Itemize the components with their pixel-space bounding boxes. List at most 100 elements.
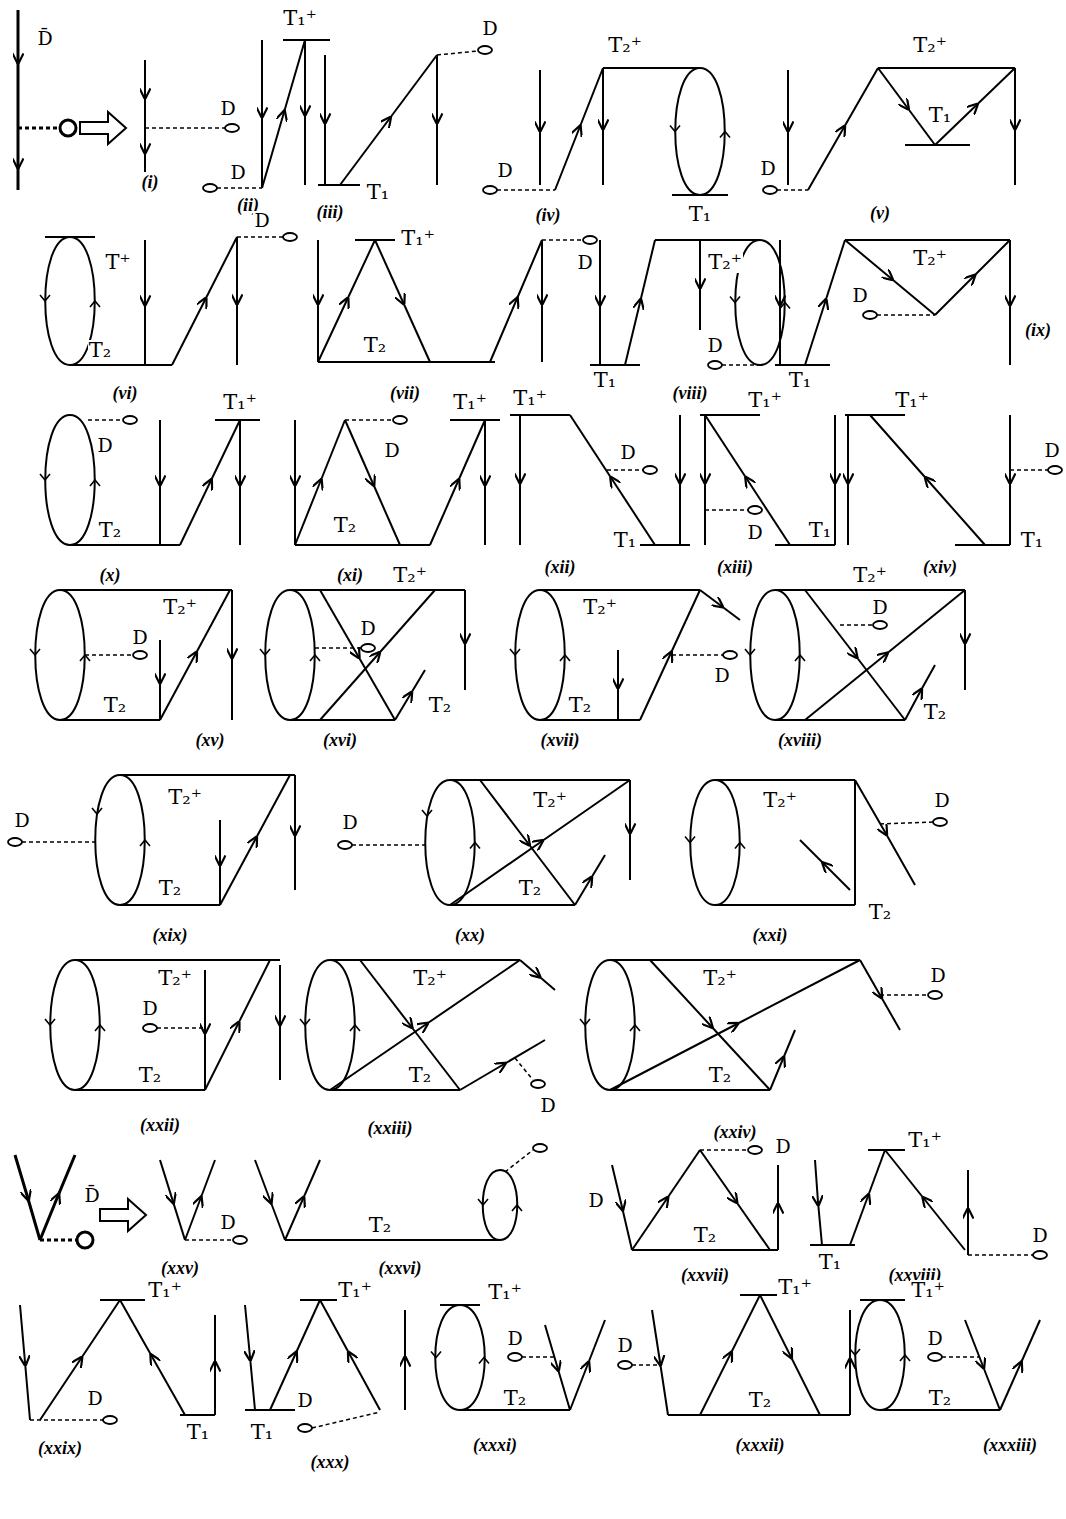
diagram-number: (xxxii) — [735, 1436, 786, 1454]
operator-label: D̄ — [83, 1186, 100, 1205]
diagram-number: (iii) — [316, 203, 345, 221]
amplitude-label: T₁⁺ — [894, 390, 930, 411]
amplitude-label: T₁ — [928, 105, 952, 126]
operator-label: D — [1043, 441, 1060, 460]
operator-label: D — [713, 666, 730, 685]
operator-label: D — [96, 436, 113, 455]
operator-label: D — [359, 619, 376, 638]
amplitude-label: T₂ — [923, 702, 947, 723]
amplitude-label: T₂⁺ — [912, 248, 948, 269]
operator-label: D — [253, 211, 270, 230]
diagram-number: (xxxiii) — [982, 1436, 1038, 1454]
operator-label: D — [13, 811, 30, 830]
amplitude-label: T⁺ — [104, 252, 131, 273]
diagram-number: (xiv) — [922, 558, 958, 576]
amplitude-label: T₂⁺ — [762, 790, 798, 811]
operator-label: D — [759, 159, 776, 178]
operator-label: D — [746, 523, 763, 542]
diagram-number: (xxvii) — [680, 1266, 730, 1284]
amplitude-label: T₁⁺ — [147, 1280, 183, 1301]
diagram-number: (v) — [869, 204, 891, 222]
amplitude-label: T₂⁺ — [912, 35, 948, 56]
operator-label: D — [383, 441, 400, 460]
amplitude-label: T₂ — [333, 515, 357, 536]
amplitude-label: T₁⁺ — [282, 8, 318, 29]
amplitude-label: T₂ — [158, 878, 182, 899]
diagram-number: (xxi) — [752, 926, 789, 944]
operator-label: D — [496, 161, 513, 180]
operator-label: D — [706, 336, 723, 355]
amplitude-label: T₂ — [103, 695, 127, 716]
operator-label: D — [1031, 1226, 1048, 1245]
amplitude-label: T₂ — [88, 340, 112, 361]
amplitude-label: T₁ — [593, 370, 617, 391]
operator-label: D — [141, 999, 158, 1018]
operator-label: D — [587, 1191, 604, 1210]
diagram-number: (xix) — [152, 926, 189, 944]
operator-label: D — [219, 99, 236, 118]
amplitude-label: T₂⁺ — [582, 597, 618, 618]
diagram-number: (xxxi) — [472, 1436, 518, 1454]
operator-label: D — [539, 1096, 556, 1115]
amplitude-label: T₂ — [363, 335, 387, 356]
amplitude-label: T₁ — [1020, 530, 1044, 551]
amplitude-label: T₁ — [613, 530, 637, 551]
amplitude-label: T₁ — [788, 370, 812, 391]
diagram-number: (xxx) — [310, 1453, 351, 1471]
diagram-number: (ix) — [1024, 321, 1052, 339]
amplitude-label: T₁⁺ — [910, 1280, 946, 1301]
diagram-number: (xv) — [195, 731, 226, 749]
diagram-number: (xxvi) — [378, 1259, 423, 1277]
amplitude-label: T₂ — [98, 520, 122, 541]
diagram-number: (xvii) — [540, 731, 581, 749]
amplitude-label: T₁ — [186, 1422, 210, 1443]
amplitude-label: T₁⁺ — [337, 1280, 373, 1301]
operator-label: D — [616, 1336, 633, 1355]
diagram-number: (iv) — [535, 206, 562, 224]
amplitude-label: T₂ — [503, 1388, 527, 1409]
amplitude-label: T₁⁺ — [512, 388, 548, 409]
amplitude-label: T₁ — [688, 204, 712, 225]
operator-label: D — [774, 1137, 791, 1156]
amplitude-label: T₂ — [408, 1065, 432, 1086]
amplitude-label: T₁ — [250, 1422, 274, 1443]
operator-label: D — [926, 1329, 943, 1348]
diagram-number: (xi) — [336, 566, 364, 584]
amplitude-label: T₁⁺ — [400, 228, 436, 249]
operator-label: D — [871, 598, 888, 617]
diagram-number: (xii) — [544, 558, 577, 576]
amplitude-label: T₁⁺ — [222, 392, 258, 413]
diagram-number: (xxix) — [37, 1439, 83, 1457]
amplitude-label: T₁ — [818, 1252, 842, 1273]
operator-label: D — [219, 1213, 236, 1232]
diagram-number: (i) — [141, 173, 160, 191]
operator-label: D — [341, 813, 358, 832]
operator-label: D — [933, 791, 950, 810]
operator-label: D — [851, 286, 868, 305]
diagram-number: (xiii) — [716, 558, 754, 576]
amplitude-label: T₂ — [693, 1225, 717, 1246]
amplitude-label: T₂ — [708, 1065, 732, 1086]
amplitude-label: T₂⁺ — [607, 35, 643, 56]
operator-label: D — [506, 1329, 523, 1348]
amplitude-label: T₂⁺ — [702, 968, 738, 989]
diagram-number: (xxiii) — [367, 1119, 414, 1137]
amplitude-label: T₂⁺ — [392, 565, 428, 586]
amplitude-label: T₂ — [748, 1390, 772, 1411]
amplitude-label: T₂ — [368, 1215, 392, 1236]
amplitude-label: T₁ — [808, 520, 832, 541]
amplitude-label: T₂ — [518, 878, 542, 899]
operator-label: D — [481, 19, 498, 38]
amplitude-label: T₁⁺ — [452, 392, 488, 413]
amplitude-label: T₂⁺ — [707, 252, 743, 273]
operator-label: D̄ — [36, 29, 53, 48]
amplitude-label: T₂ — [928, 1388, 952, 1409]
diagram-number: (xxiv) — [713, 1123, 758, 1141]
amplitude-label: T₂⁺ — [167, 787, 203, 808]
diagram-number: (xxii) — [139, 1116, 181, 1134]
operator-label: D — [86, 1389, 103, 1408]
amplitude-label: T₁ — [366, 182, 390, 203]
diagram-number: (xviii) — [777, 731, 823, 749]
diagram-number: (xx) — [454, 926, 486, 944]
